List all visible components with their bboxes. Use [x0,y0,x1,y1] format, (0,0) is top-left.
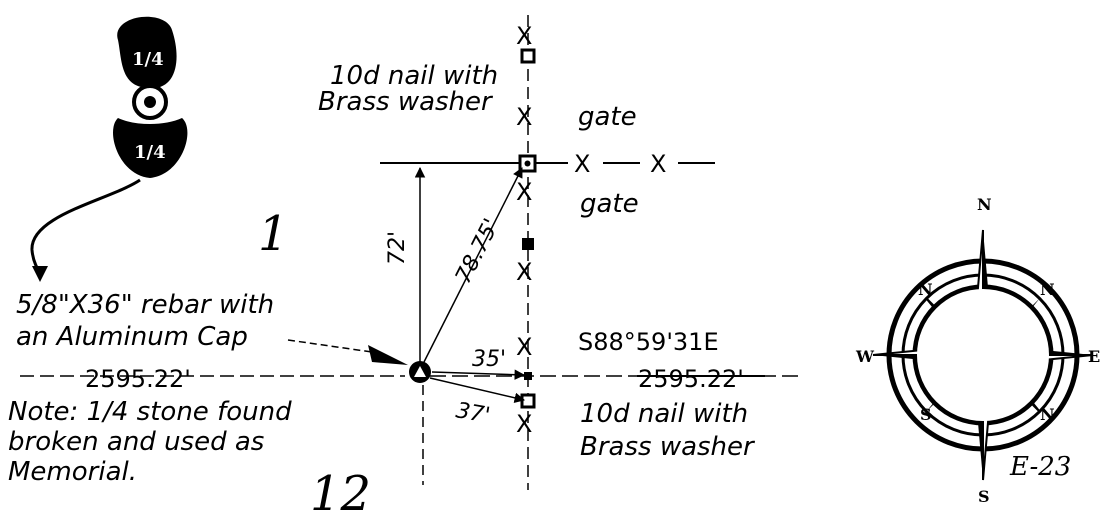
fence-x: X [516,410,532,438]
compass-ne: N [1040,280,1055,299]
nail-bottom-label-2: Brass washer [580,432,756,462]
gate-top-label: gate [578,102,637,132]
compass-sw: S [920,405,932,424]
dim-diagonal: 78.75' [451,215,505,288]
sheet-id: E-23 [1009,452,1071,482]
dim-line-diagonal [423,167,523,363]
stone-monument-icon: 1/4 1/4 [30,16,188,282]
compass-north: N [977,195,992,214]
compass-se: N [1040,405,1055,424]
fence-x: X [516,103,532,131]
dim-line-southeast [429,377,526,403]
nail-top-label-2: Brass washer [318,87,494,117]
gate-mid-label: gate [580,189,639,219]
fence-x: X [516,333,532,361]
dim-southeast: 37' [454,398,492,429]
rebar-label-2: an Aluminum Cap [16,322,248,352]
fence-x: X [516,178,532,206]
fence-x: X [516,258,532,286]
dim-east: 35' [472,347,506,372]
note-line-1: Note: 1/4 stone found [8,397,292,427]
dim-line-east [431,369,526,380]
fence-x: X [574,150,590,178]
dim-left-distance: 2595.22' [85,365,191,393]
nail-top-label-1: 10d nail with [330,61,498,91]
note-line-3: Memorial. [8,457,137,487]
compass-south: S [978,487,990,506]
bearing-label: S88°59'31E [578,328,719,356]
compass-nw: N [918,280,933,299]
note-line-2: broken and used as [8,427,264,457]
nail-bottom-label-1: 10d nail with [580,399,748,429]
dim-right-distance: 2595.22' [638,365,744,393]
compass-west: W [855,347,875,366]
stone-bottom-fraction: 1/4 [134,142,166,163]
compass-rose-icon: N S E W N N N S [855,195,1100,506]
fence-x: X [650,150,666,178]
dim-vertical: 72' [385,231,410,265]
corner-monument [287,339,431,383]
compass-east: E [1088,347,1100,366]
stone-top-fraction: 1/4 [132,49,164,70]
rebar-label-1: 5/8"X36" rebar with [16,290,274,320]
lot-number-lower: 12 [310,466,371,521]
fence-marks: X X X X X X X X [516,22,715,438]
fence-x: X [516,22,532,50]
lot-number-upper: 1 [258,206,289,262]
